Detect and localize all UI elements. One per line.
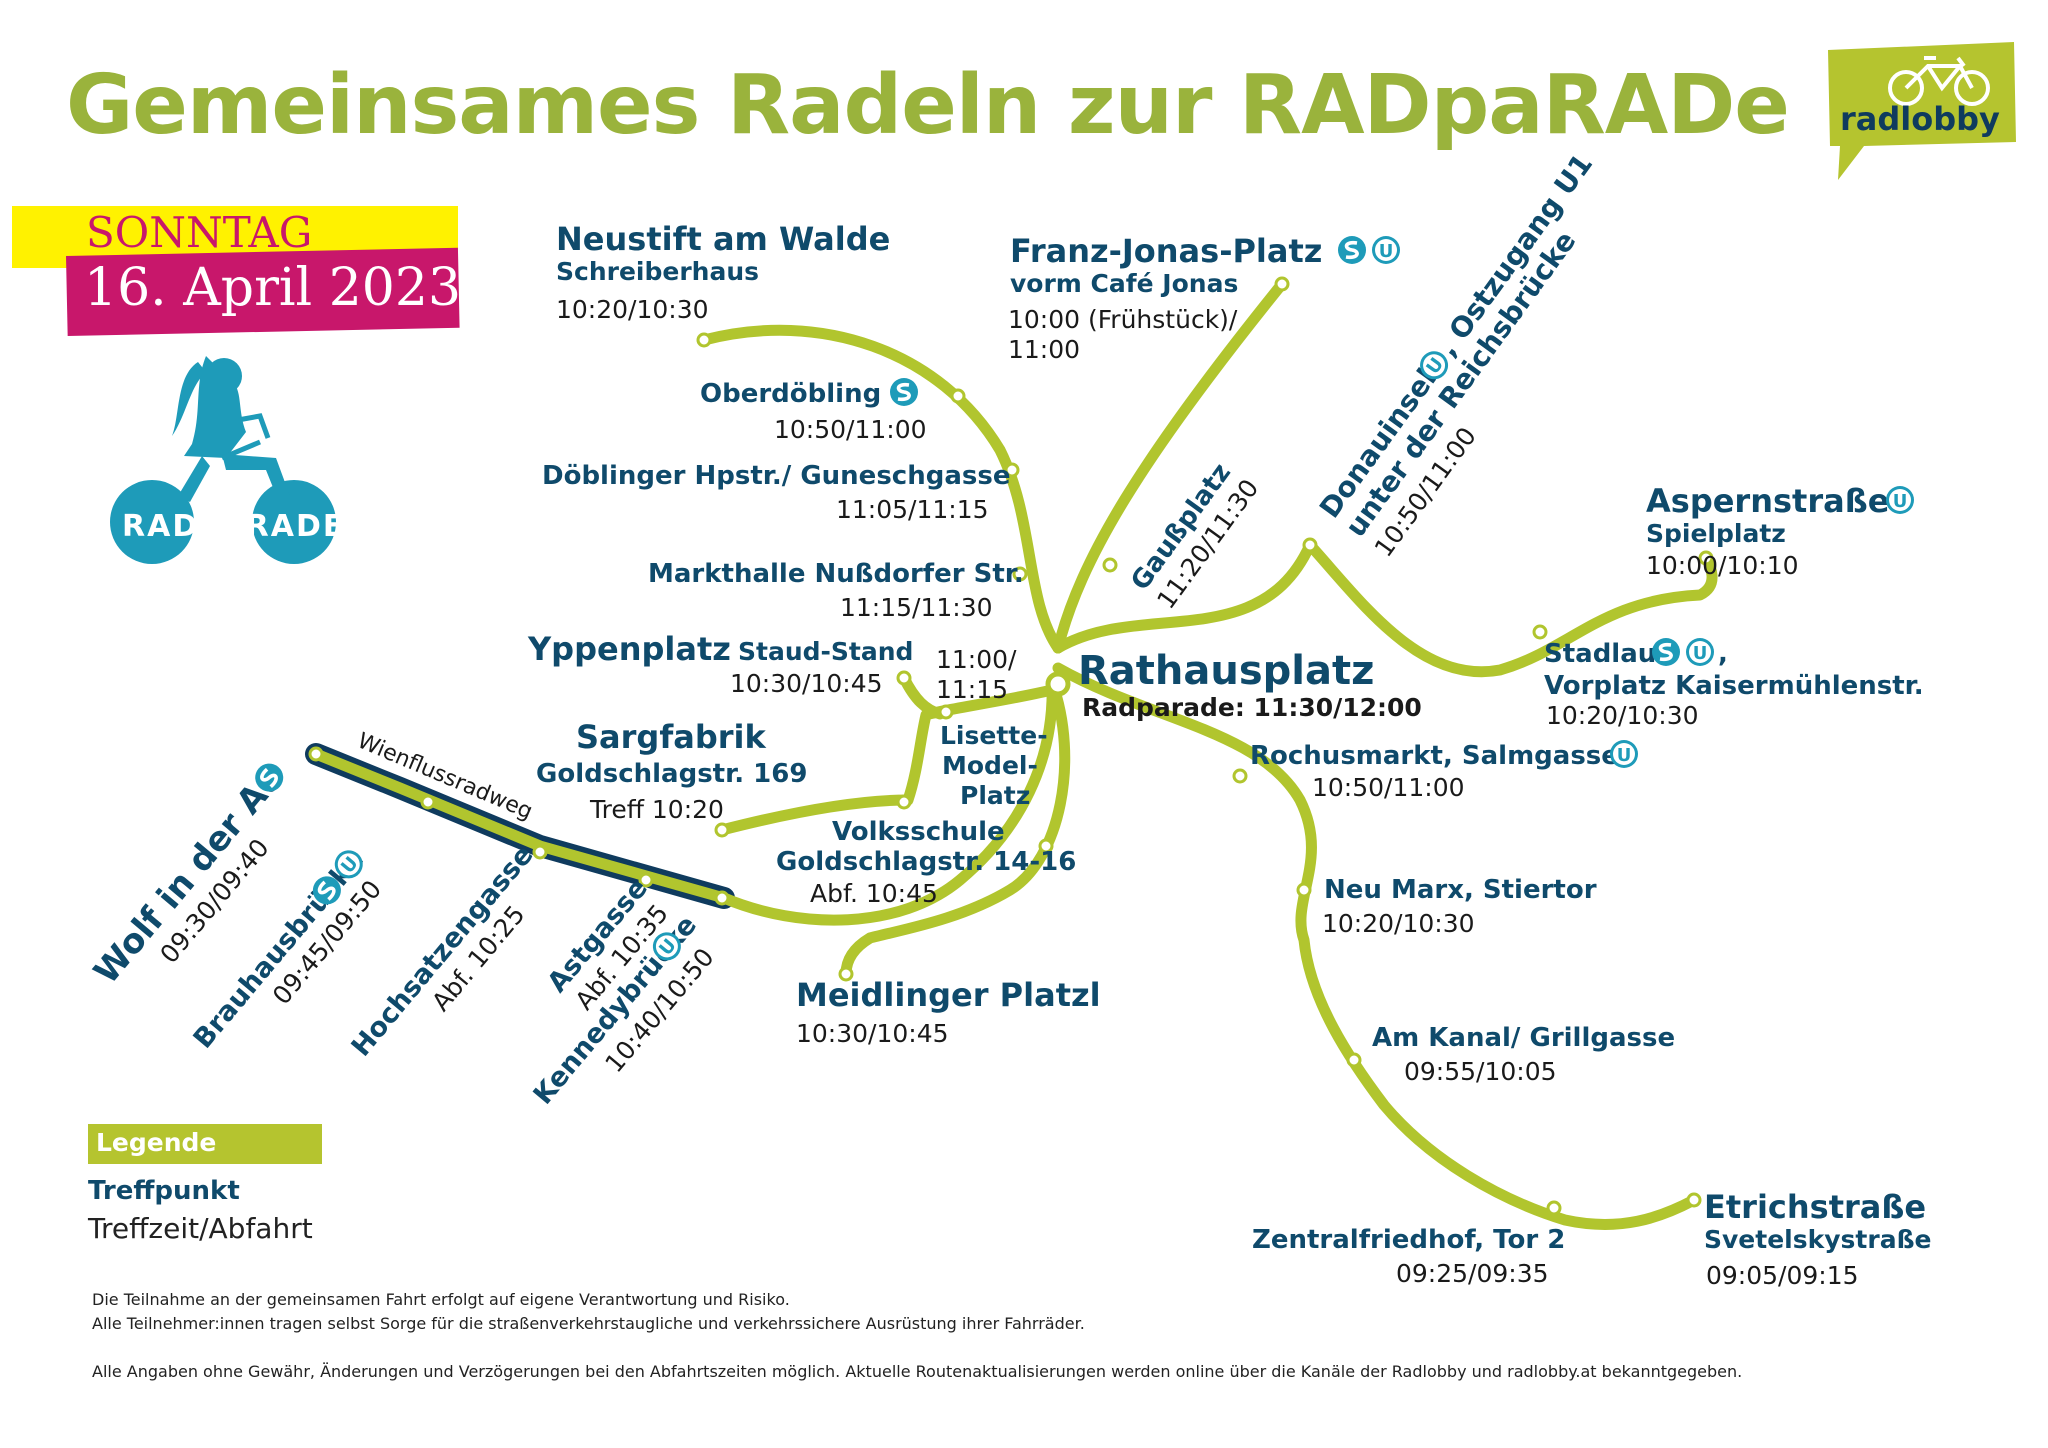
legend-meeting-point: Treffpunkt bbox=[88, 1176, 240, 1206]
hub-sub: Radparade: 11:30/12:00 bbox=[1082, 693, 1422, 722]
radlobby-wordmark: radlobby bbox=[1840, 100, 2000, 138]
radlobby-logo: radlobby bbox=[1828, 42, 2016, 180]
stop-meidling-name: Meidlinger Platzl bbox=[796, 976, 1101, 1014]
stop-franzjonas-time1: 10:00 (Frühstück)/ bbox=[1008, 305, 1238, 334]
bicycle-icon bbox=[1888, 56, 1990, 106]
stop-aspern-time: 10:00/10:10 bbox=[1646, 551, 1799, 580]
stop-oberdoebling-name: Oberdöbling bbox=[700, 379, 881, 409]
stop-stadlau-time: 10:20/10:30 bbox=[1546, 701, 1699, 730]
stop-stadlau-name: Stadlau bbox=[1544, 639, 1656, 669]
stop-doeblinger-time: 11:05/11:15 bbox=[836, 495, 989, 524]
stop-yppen-time: 10:30/10:45 bbox=[730, 669, 883, 698]
stop-kanal-name: Am Kanal/ Grillgasse bbox=[1372, 1023, 1675, 1053]
legend-title: Legende bbox=[96, 1128, 217, 1157]
stop-neustift-sub: Schreiberhaus bbox=[556, 257, 759, 286]
stop-yppen-join-line1: 11:00/ bbox=[936, 645, 1017, 674]
stop-stadlau-sub: Vorplatz Kaisermühlenstr. bbox=[1544, 671, 1924, 701]
stop-franzjonas-name: Franz-Jonas-Platz bbox=[1010, 232, 1322, 270]
stop-franzjonas-time2: 11:00 bbox=[1008, 335, 1080, 364]
stop-etrich-sub: Svetelskystraße bbox=[1704, 1225, 1932, 1254]
route-etrich bbox=[1052, 662, 1700, 1230]
stop-lisette-line1: Lisette- bbox=[940, 721, 1048, 750]
stop-aspern-sub: Spielplatz bbox=[1646, 519, 1786, 548]
u-bahn-icon bbox=[1372, 236, 1400, 264]
stop-oberdoebling-time: 10:50/11:00 bbox=[774, 415, 927, 444]
event-day: SONNTAG bbox=[86, 208, 313, 257]
stop-neumarx-name: Neu Marx, Stiertor bbox=[1324, 875, 1597, 905]
stop-etrich-time: 09:05/09:15 bbox=[1706, 1261, 1859, 1290]
stop-rochus-time: 10:50/11:00 bbox=[1312, 773, 1465, 802]
radparade-logo: RADPARADE bbox=[110, 356, 345, 564]
stop-neustift-name: Neustift am Walde bbox=[556, 220, 890, 258]
u-bahn-icon bbox=[1610, 740, 1638, 768]
stop-rochus-name: Rochusmarkt, Salmgasse bbox=[1250, 741, 1619, 771]
stop-zentral-name: Zentralfriedhof, Tor 2 bbox=[1252, 1225, 1565, 1255]
stop-stadlau-name-b: , bbox=[1718, 639, 1728, 669]
stop-zentral-time: 09:25/09:35 bbox=[1396, 1259, 1549, 1288]
radparade-wordmark: RADPARADE bbox=[122, 509, 345, 544]
page-title: Gemeinsames Radeln zur RADpaRADe bbox=[66, 58, 1790, 153]
disclaimer-line-1: Die Teilnahme an der gemeinsamen Fahrt e… bbox=[92, 1290, 790, 1309]
stop-yppen-name: Yppenplatz bbox=[527, 630, 731, 668]
route-sargfabrik bbox=[716, 684, 1058, 836]
stop-sargfabrik-sub: Goldschlagstr. 169 bbox=[536, 759, 807, 789]
stop-yppen-join-line2: 11:15 bbox=[936, 675, 1008, 704]
s-bahn-icon bbox=[1650, 636, 1682, 668]
stop-sargfabrik-name: Sargfabrik bbox=[576, 718, 767, 756]
stop-markthalle-time: 11:15/11:30 bbox=[840, 593, 993, 622]
route-franz-jonas bbox=[1052, 278, 1288, 654]
stop-yppen-sub: Staud-Stand bbox=[738, 637, 913, 666]
stop-franzjonas-sub: vorm Café Jonas bbox=[1010, 269, 1238, 298]
stop-markthalle-name: Markthalle Nußdorfer Str. bbox=[648, 559, 1024, 589]
stop-lisette-line2: Model- bbox=[942, 751, 1038, 780]
stop-volksschule-time: Abf. 10:45 bbox=[810, 879, 938, 908]
s-bahn-icon bbox=[888, 376, 920, 408]
stop-doeblinger-name: Döblinger Hpstr./ Guneschgasse bbox=[542, 461, 1010, 491]
stop-neumarx-time: 10:20/10:30 bbox=[1322, 909, 1475, 938]
route-neustift bbox=[698, 324, 1064, 654]
u-bahn-icon bbox=[1686, 638, 1714, 666]
route-meidling bbox=[840, 676, 1071, 980]
stop-hochsatzen-name: Hochsatzengasse bbox=[346, 840, 540, 1063]
hub-name: Rathausplatz bbox=[1078, 648, 1374, 694]
s-bahn-icon bbox=[1336, 234, 1368, 266]
stop-meidling-time: 10:30/10:45 bbox=[796, 1019, 949, 1048]
disclaimer-line-3: Alle Angaben ohne Gewähr, Änderungen und… bbox=[92, 1362, 1743, 1381]
stop-etrich-name: Etrichstraße bbox=[1704, 1188, 1926, 1226]
stop-neustift-time: 10:20/10:30 bbox=[556, 295, 709, 324]
stop-donauinsel-line2: unter der Reichsbrücke bbox=[1339, 225, 1583, 543]
stop-lisette-line3: Platz bbox=[960, 781, 1030, 810]
stop-aspern-name: Aspernstraße bbox=[1646, 482, 1889, 520]
stop-markers bbox=[308, 276, 1714, 1216]
route-aspern bbox=[1052, 539, 1718, 678]
stop-sargfabrik-time: Treff 10:20 bbox=[589, 795, 724, 824]
u-bahn-icon bbox=[1886, 486, 1914, 514]
route-wienfluss bbox=[310, 676, 1058, 926]
disclaimer-line-2: Alle Teilnehmer:innen tragen selbst Sorg… bbox=[92, 1314, 1085, 1333]
event-date: 16. April 2023 bbox=[84, 258, 462, 318]
stop-volksschule-name: Volksschule bbox=[832, 817, 1005, 847]
legend-meeting-time: Treffzeit/Abfahrt bbox=[88, 1212, 313, 1245]
stop-volksschule-sub: Goldschlagstr. 14-16 bbox=[776, 847, 1076, 877]
stop-kanal-time: 09:55/10:05 bbox=[1404, 1057, 1557, 1086]
route-yppen bbox=[898, 672, 946, 720]
legend-header-bar bbox=[88, 1124, 322, 1164]
